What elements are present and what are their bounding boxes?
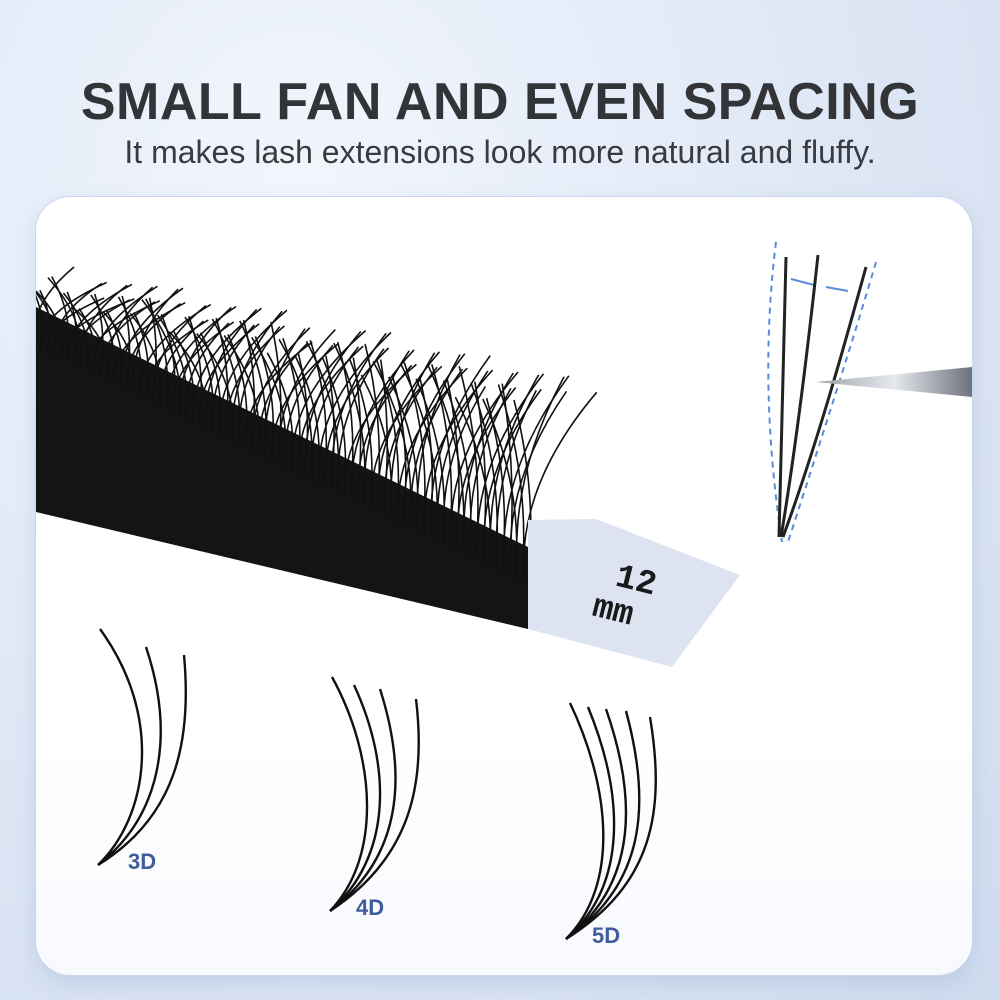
lash-fiber — [106, 286, 154, 383]
lash-fiber — [132, 288, 179, 396]
product-card: 12 mm — [36, 197, 972, 975]
lash-fiber — [185, 322, 230, 422]
lash-fiber — [304, 330, 362, 480]
fan-5d — [565, 702, 657, 941]
lash-strip-base — [36, 307, 528, 629]
headline-title: SMALL FAN AND EVEN SPACING — [80, 73, 920, 131]
fan-3d — [97, 628, 188, 867]
lash-fiber — [231, 310, 283, 444]
lash-fiber — [152, 304, 207, 406]
fan-3d-label: 3D — [128, 849, 157, 874]
spacing-detail — [767, 241, 972, 543]
lash-fiber — [357, 364, 413, 506]
length-tag — [528, 519, 740, 667]
lash-fiber — [416, 354, 461, 534]
lash-fiber — [36, 266, 75, 347]
lash-fiber — [337, 348, 385, 496]
lash-fiber — [53, 282, 103, 357]
lash-fiber — [331, 332, 387, 493]
lash-fiber — [489, 374, 540, 570]
lash-fiber — [430, 355, 491, 541]
lash-fiber — [238, 326, 281, 448]
lash-fiber — [522, 391, 598, 586]
lash-fiber — [284, 344, 334, 470]
headline-subtitle: It makes lash extensions look more natur… — [124, 134, 876, 170]
lash-fiber — [99, 301, 156, 380]
lash-fiber — [311, 346, 360, 483]
lash-fiber — [73, 299, 130, 367]
fan-4d-label: 4D — [356, 895, 385, 920]
lash-fibers — [36, 266, 598, 588]
lash-fiber — [463, 372, 514, 557]
lash-fiber — [363, 350, 410, 509]
fan-4d — [329, 676, 421, 913]
fan-5d-label: 5D — [592, 923, 621, 948]
lash-fiber — [126, 303, 181, 393]
lash-fiber — [390, 352, 436, 522]
tweezer-icon — [816, 367, 972, 397]
lash-fiber — [211, 324, 255, 435]
lash-fiber — [278, 329, 336, 467]
lash-illustration: 12 mm — [36, 241, 972, 941]
lash-fiber — [79, 284, 128, 370]
lash-fiber — [515, 376, 565, 583]
lash-fiber — [383, 366, 438, 518]
lash-fiber — [36, 290, 63, 359]
